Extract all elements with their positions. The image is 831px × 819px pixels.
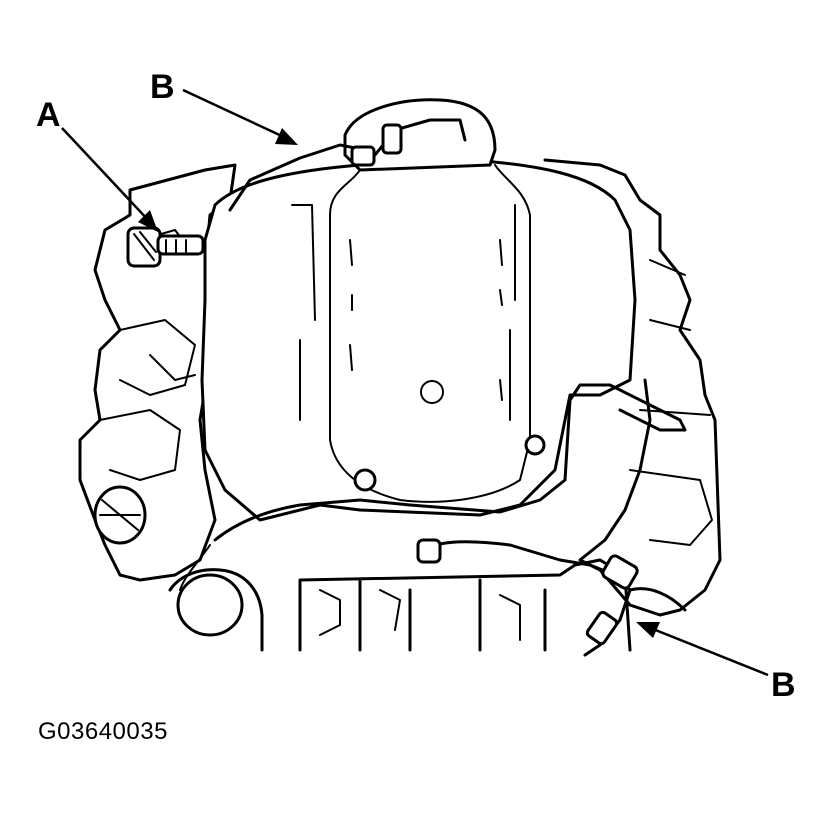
- fuel-line-cross: [213, 383, 687, 542]
- right-cylinder-bank: [543, 158, 722, 617]
- leader-line-b-top: [182, 88, 298, 145]
- figure-code: G03640035: [38, 718, 168, 745]
- intake-manifold-cover: [200, 158, 637, 522]
- leader-line-a: [61, 127, 158, 232]
- callout-label-b-bottom: B: [771, 666, 796, 704]
- callout-label-a: A: [36, 96, 61, 134]
- sensor-a-part: [126, 226, 205, 268]
- plenum-chamber: [343, 98, 497, 172]
- leader-line-b-bottom: [636, 622, 769, 677]
- callout-label-b-top: B: [150, 68, 175, 106]
- lower-engine-block: [168, 558, 632, 652]
